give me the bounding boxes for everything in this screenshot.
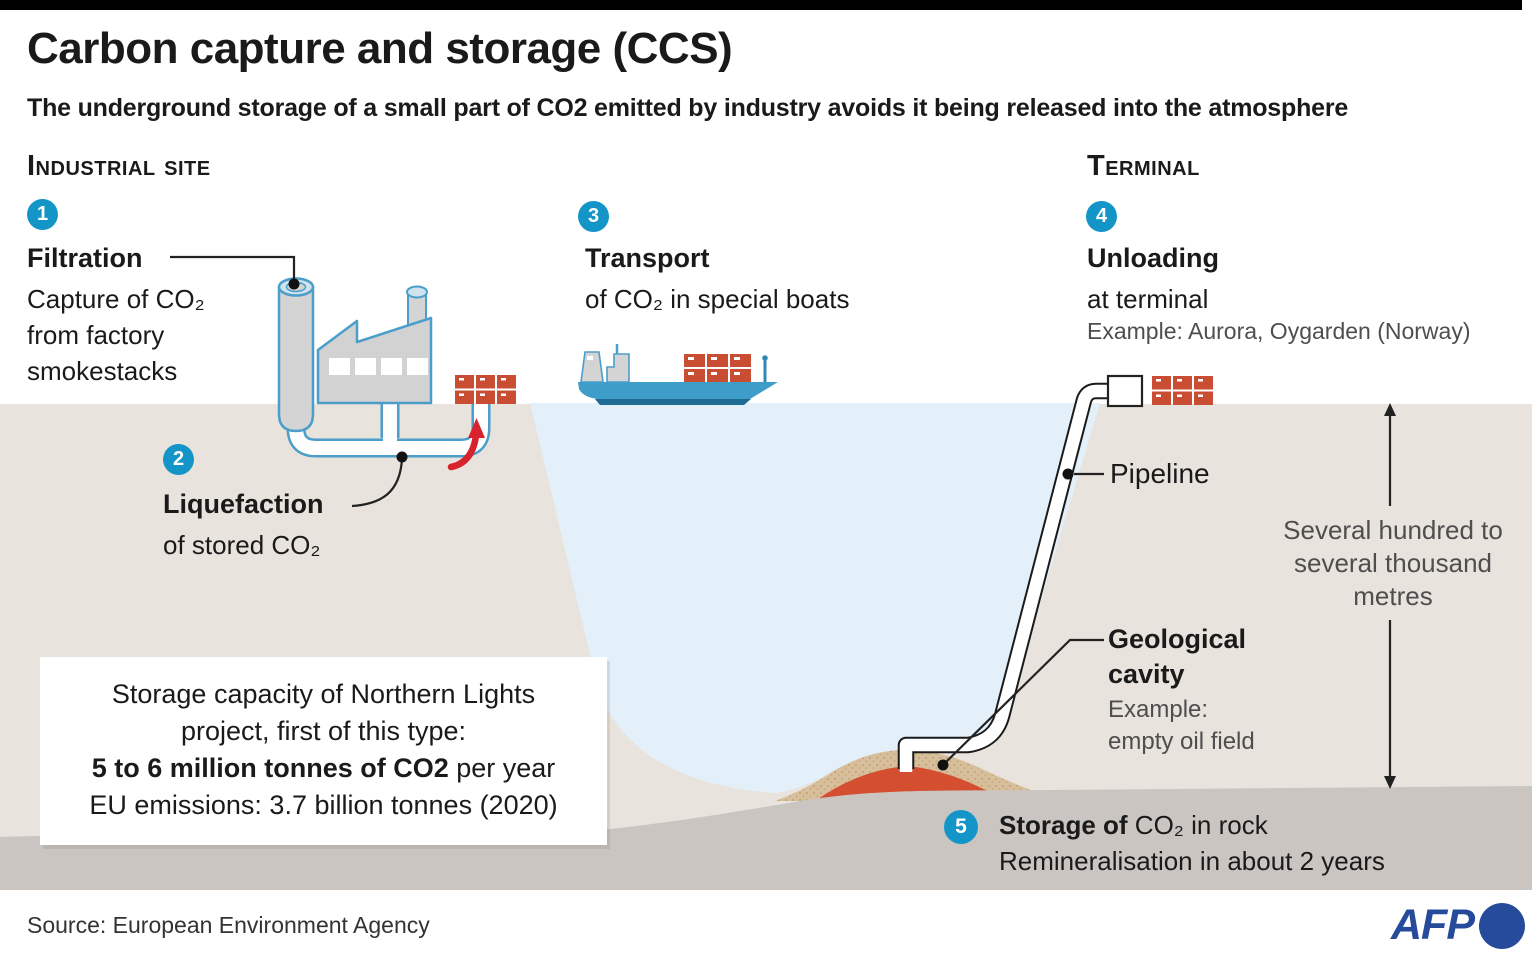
- depth-line2: several thousand: [1293, 548, 1493, 578]
- step-4-description: at terminal: [1087, 284, 1209, 314]
- afp-logo: AFP: [1391, 901, 1525, 950]
- step-5-title-rest: CO₂ in rock: [1127, 810, 1268, 840]
- step-1-line1: Capture of CO₂: [27, 284, 205, 314]
- callout-dots: [288, 278, 1074, 771]
- factory-illustration: [277, 277, 516, 433]
- step-4-badge: 4: [1086, 201, 1117, 232]
- cavity-example-line2: empty oil field: [1108, 728, 1255, 755]
- factory-containers: [455, 375, 516, 404]
- step-5-title-bold: Storage of: [999, 810, 1128, 840]
- step-5-badge: 5: [944, 810, 978, 844]
- step-1-title: Filtration: [27, 243, 143, 273]
- step-4-example: Example: Aurora, Oygarden (Norway): [1087, 318, 1471, 344]
- afp-logo-circle-icon: [1479, 902, 1525, 949]
- step-2-badge: 2: [163, 444, 194, 475]
- infobox-line2: project, first of this type:: [180, 716, 467, 746]
- cavity-example-line1: Example:: [1108, 696, 1209, 723]
- infobox-line4: EU emissions: 3.7 billion tonnes (2020): [89, 790, 558, 820]
- callout-connectors: [170, 255, 1104, 764]
- depth-label: Several hundred to several thousand metr…: [1268, 514, 1518, 613]
- afp-logo-text: AFP: [1391, 901, 1475, 949]
- geological-cavity-label: Geological cavity: [1108, 622, 1246, 692]
- cavity-label-line2: cavity: [1108, 659, 1185, 689]
- top-bar: [0, 0, 1522, 10]
- page-title: Carbon capture and storage (CCS): [27, 24, 733, 73]
- infobox-line3-bold: 5 to 6 million tonnes of CO2: [91, 753, 449, 783]
- terminal-building: [1106, 374, 1144, 408]
- step-5-description: Remineralisation in about 2 years: [999, 846, 1385, 876]
- seabed-band: [0, 786, 1532, 890]
- infobox-line3: 5 to 6 million tonnes of CO2 per year: [40, 750, 607, 787]
- pipeline-label: Pipeline: [1110, 458, 1210, 489]
- step-3-title: Transport: [585, 243, 710, 273]
- step-2-title: Liquefaction: [163, 489, 324, 519]
- step-2-description: of stored CO₂: [163, 530, 321, 560]
- step-1-description: Capture of CO₂ from factory smokestacks: [27, 281, 205, 389]
- section-industrial-site: Industrial site: [27, 150, 211, 182]
- step-1-badge: 1: [27, 199, 58, 230]
- cavity-example: Example: empty oil field: [1108, 694, 1255, 758]
- step-4-title: Unloading: [1087, 243, 1219, 273]
- terminal-illustration: [1106, 374, 1213, 408]
- step-5-title: Storage of CO₂ in rock: [999, 810, 1268, 841]
- step-1-line3: smokestacks: [27, 356, 178, 386]
- page-subtitle: The underground storage of a small part …: [27, 94, 1349, 122]
- section-terminal: Terminal: [1087, 150, 1200, 182]
- infobox-line3-rest: per year: [448, 753, 556, 783]
- infobox-line1: Storage capacity of Northern Lights: [111, 679, 536, 709]
- depth-line3: metres: [1353, 581, 1433, 611]
- source-credit: Source: European Environment Agency: [27, 912, 430, 938]
- sea-water: [530, 403, 1100, 793]
- ship-illustration: [578, 344, 778, 405]
- cavity-label-line1: Geological: [1108, 624, 1247, 654]
- step-1-line2: from factory: [27, 320, 165, 350]
- terminal-containers: [1152, 376, 1213, 405]
- step-3-description: of CO₂ in special boats: [585, 284, 850, 314]
- ship-containers: [684, 354, 751, 382]
- co2-flow-arrow: [447, 418, 485, 471]
- depth-arrow: [1384, 403, 1396, 789]
- storage-capacity-infobox: Storage capacity of Northern Lights proj…: [40, 657, 607, 845]
- depth-line1: Several hundred to: [1283, 515, 1503, 545]
- pipeline: [897, 382, 1110, 772]
- step-3-badge: 3: [578, 201, 609, 232]
